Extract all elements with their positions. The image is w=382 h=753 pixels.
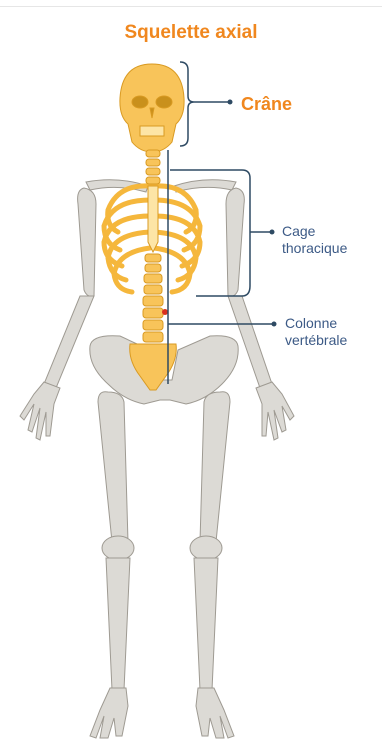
crane-bracket [180, 62, 230, 146]
right-hand [256, 382, 294, 440]
right-foot [196, 688, 234, 738]
cage-label-line1: Cage [282, 223, 347, 240]
colonne-leader-dot [272, 322, 277, 327]
left-knee [102, 536, 134, 560]
cage-thoracique-label: Cage thoracique [282, 223, 347, 257]
right-eye-socket [156, 96, 172, 108]
colonne-label-line1: Colonne [285, 315, 347, 332]
left-humerus [78, 188, 96, 296]
cage-label-line2: thoracique [282, 240, 347, 257]
right-femur [200, 392, 230, 542]
appendicular-skeleton [20, 180, 294, 738]
colonne-label-line2: vertébrale [285, 332, 347, 349]
left-forearm [44, 296, 94, 388]
sternum [148, 186, 158, 252]
cage-leader-dot [270, 230, 275, 235]
left-tibia [106, 558, 130, 690]
right-knee [190, 536, 222, 560]
right-tibia [194, 558, 218, 690]
left-eye-socket [132, 96, 148, 108]
marker-dot [162, 309, 168, 315]
left-femur [98, 392, 128, 542]
left-hand [20, 382, 60, 440]
crane-label: Crâne [241, 94, 292, 115]
crane-leader-dot [228, 100, 233, 105]
left-foot [90, 688, 128, 738]
teeth [140, 126, 164, 136]
right-humerus [226, 188, 244, 296]
colonne-vertebrale-label: Colonne vertébrale [285, 315, 347, 349]
